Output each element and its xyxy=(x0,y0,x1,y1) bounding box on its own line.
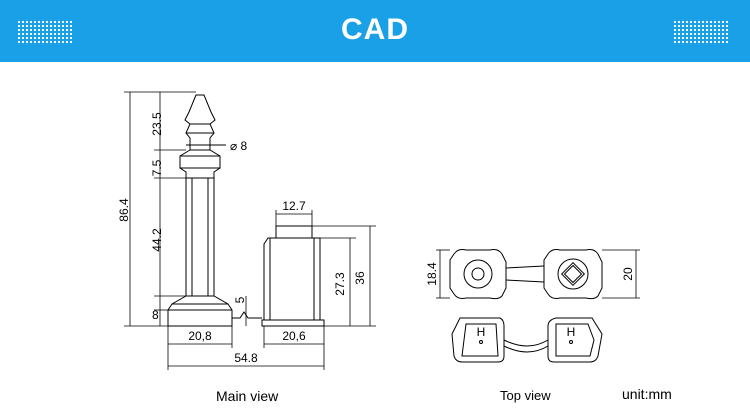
dot-grid-icon xyxy=(18,21,76,45)
page-title: CAD xyxy=(341,13,409,46)
main-view-caption: Main view xyxy=(216,388,279,404)
unit-label: unit:mm xyxy=(622,386,672,402)
top-left-letter: H xyxy=(477,325,486,339)
dim-diameter: ⌀ 8 xyxy=(230,139,248,153)
wire-link xyxy=(232,311,262,319)
top-right-letter: H xyxy=(567,325,576,339)
dot-grid-icon xyxy=(674,21,732,45)
dim-shaft-height: 44.2 xyxy=(150,228,164,252)
dim-base-height: 8 xyxy=(152,308,159,322)
dim-cap-body-height: 27.3 xyxy=(333,272,347,296)
top-view-caption: Top view xyxy=(500,388,551,403)
cap-drawing xyxy=(261,225,325,327)
dim-cap-width: 20,6 xyxy=(282,329,306,343)
dim-cap-top-width: 12.7 xyxy=(282,199,306,213)
dim-tip-height: 23.5 xyxy=(150,112,164,136)
dim-top-left-height: 18.4 xyxy=(425,262,439,286)
dim-collar-height: 7.5 xyxy=(150,159,164,176)
dim-base-width: 20,8 xyxy=(188,329,212,343)
bolt-drawing xyxy=(167,94,233,327)
dim-overall-width: 54.8 xyxy=(234,351,258,365)
top-view-upper xyxy=(449,249,603,300)
top-view-lower xyxy=(451,317,603,363)
dim-total-height: 86.4 xyxy=(117,198,131,222)
dim-notch: 5 xyxy=(233,296,247,303)
dim-cap-height: 36 xyxy=(353,271,367,285)
header-banner: CAD xyxy=(0,0,750,62)
dim-top-right-height: 20 xyxy=(621,267,635,281)
cad-drawing: 23.5 ⌀ 8 7.5 44.2 86.4 8 20,8 5 12.7 27.… xyxy=(117,91,640,370)
